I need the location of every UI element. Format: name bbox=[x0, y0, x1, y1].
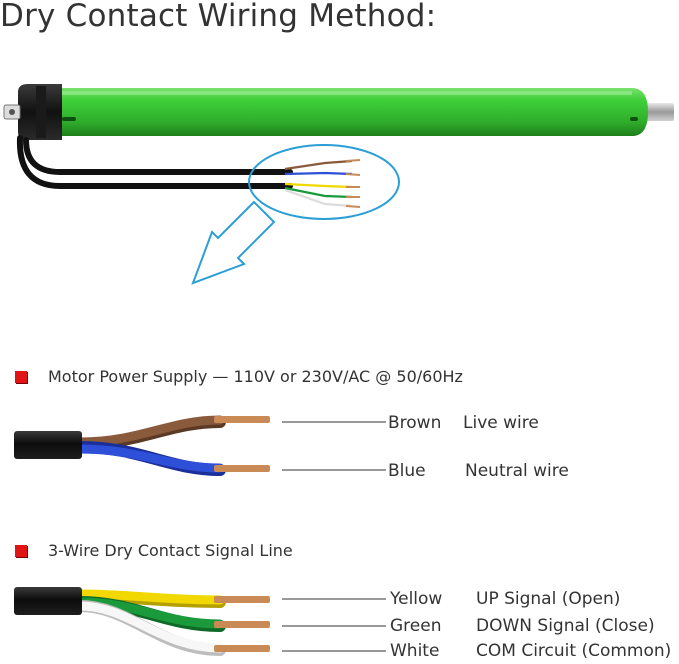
lower-cable bbox=[16, 135, 293, 189]
tubular-motor-illustration bbox=[3, 84, 674, 140]
power-cable-jacket bbox=[14, 431, 82, 459]
motor-slot-right bbox=[630, 117, 638, 121]
wire-function-label: DOWN Signal (Close) bbox=[476, 616, 655, 636]
mini-wire-yellow bbox=[284, 182, 353, 189]
wire-color-label: Yellow bbox=[390, 589, 443, 609]
wire-function-label: COM Circuit (Common) bbox=[476, 641, 672, 661]
motor-slot-left bbox=[62, 117, 76, 121]
mini-wire-blue bbox=[284, 171, 353, 176]
wire-function-label: Live wire bbox=[463, 413, 539, 433]
motor-tube-highlight bbox=[60, 91, 632, 95]
wire-color-label: Blue bbox=[388, 461, 426, 481]
signal-cable-illustration bbox=[14, 587, 386, 656]
wire-color-label: Green bbox=[390, 616, 442, 636]
zoom-callout-arrow bbox=[191, 144, 400, 285]
motor-cables bbox=[16, 135, 361, 208]
yellow-wire-copper bbox=[214, 596, 270, 603]
blue-wire-insulation bbox=[75, 444, 225, 473]
motor-tube bbox=[60, 88, 648, 136]
wire-function-label: Neutral wire bbox=[465, 461, 569, 481]
motor-shaft bbox=[640, 103, 674, 121]
callout-ellipse bbox=[248, 144, 400, 220]
mini-wire-green bbox=[284, 186, 353, 199]
green-wire-copper bbox=[214, 621, 270, 628]
power-cable-illustration bbox=[14, 415, 386, 476]
wire-color-label: Brown bbox=[388, 413, 442, 433]
wire-color-label: White bbox=[390, 641, 440, 661]
upper-cable bbox=[23, 137, 293, 175]
signal-cable-jacket bbox=[14, 587, 82, 615]
red-square-bullet bbox=[15, 545, 27, 557]
callout-arrow bbox=[191, 200, 276, 285]
brown-wire-copper bbox=[214, 416, 270, 423]
mini-wire-brown bbox=[284, 159, 353, 171]
signal-section-heading: 3-Wire Dry Contact Signal Line bbox=[48, 541, 293, 560]
blue-wire-copper bbox=[214, 465, 270, 472]
motor-head-screw bbox=[9, 109, 15, 115]
yellow-wire-insulation bbox=[75, 589, 225, 605]
white-wire-insulation bbox=[75, 601, 225, 653]
mini-wire-white bbox=[284, 188, 353, 208]
white-wire-copper bbox=[214, 645, 270, 652]
red-square-bullet bbox=[15, 371, 27, 383]
power-section-heading: Motor Power Supply — 110V or 230V/AC @ 5… bbox=[48, 367, 463, 386]
brown-wire-insulation bbox=[75, 415, 225, 447]
page-title: Dry Contact Wiring Method: bbox=[0, 0, 437, 34]
motor-head-ring bbox=[36, 86, 46, 138]
wire-function-label: UP Signal (Open) bbox=[476, 589, 621, 609]
mini-wire-copper-ends bbox=[345, 159, 361, 208]
